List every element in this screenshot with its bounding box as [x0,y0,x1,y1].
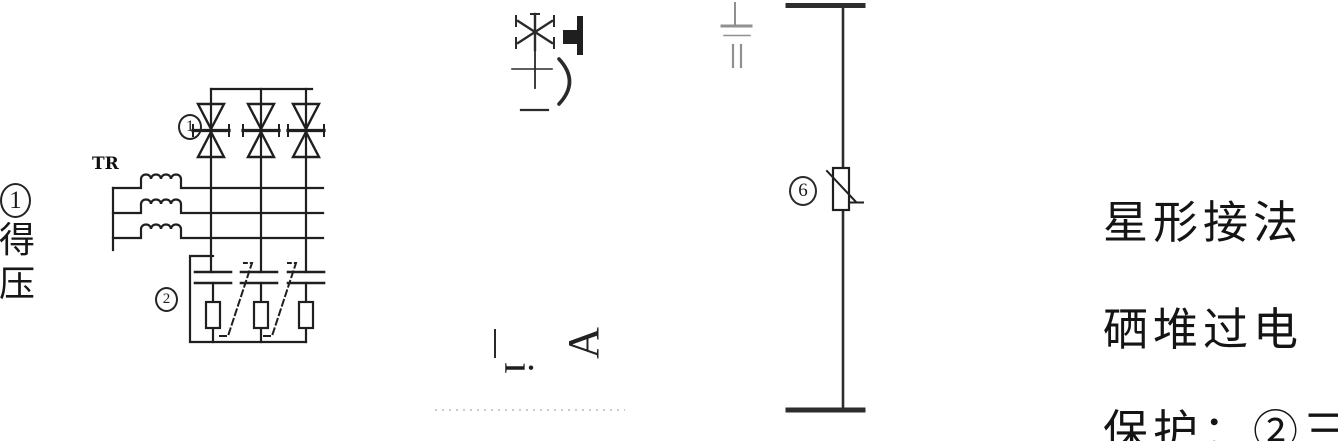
arrester-marker-circle: 6 [789,176,817,206]
snubber-rc-network-icon [188,254,326,344]
phase-bus-lines [209,87,314,274]
transformer-windings-icon [111,173,325,252]
thyristor-marker-number: 1 [186,118,194,135]
rotated-letter-a: A [558,327,608,359]
rotated-t-fragment-icon [563,16,583,55]
thyristor-marker-circle: 1 [178,114,202,140]
left-caption-char-1: 得 [0,220,36,260]
left-caption-number: 1 [9,186,22,214]
caption-line-protection: 保护：②三 [1103,407,1338,441]
arrester-branch-line [785,3,866,413]
left-caption-circled-number: 1 [0,183,31,218]
caption-line-star-connection: 星形接法 [1103,198,1304,248]
ground-symbol-icon [720,2,753,69]
varistor-icon [825,166,864,212]
parenthesis-fragment-icon [557,57,572,106]
star-point-icon [511,12,555,112]
arrester-marker-number: 6 [798,180,808,201]
rotated-letter-i: i [495,362,541,374]
caption-line-selenium-overvoltage: 硒堆过电 [1103,305,1304,355]
transformer-label: TR [92,154,119,174]
thyristor-pair-icons [191,102,326,159]
snubber-marker-number: 2 [162,291,171,307]
left-caption-char-2: 压 [0,264,36,304]
snubber-marker-circle: 2 [155,287,178,312]
